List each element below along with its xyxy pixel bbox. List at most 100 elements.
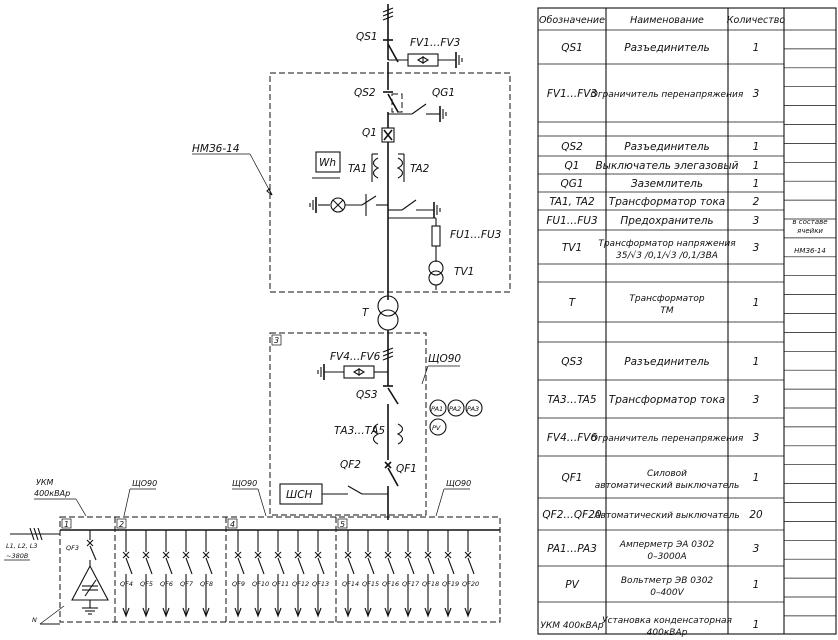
table-border bbox=[537, 7, 837, 635]
feeder-qf19: QF19 bbox=[442, 530, 459, 618]
row-designation: PA1…PA3 bbox=[547, 543, 597, 555]
row-designation: УКМ 400кВАр bbox=[540, 621, 603, 631]
table-header-cell: Обозначение bbox=[539, 15, 605, 26]
row-designation: QS3 bbox=[561, 356, 583, 368]
feeder-label: QF13 bbox=[312, 580, 329, 588]
row-designation: FV4…FV6 bbox=[547, 432, 598, 444]
row-name: Выключатель элегазовый bbox=[595, 160, 738, 172]
fv1-surge-arrester bbox=[388, 52, 463, 68]
row-name: Трансформатор напряжения bbox=[598, 239, 736, 249]
row-quantity: 1 bbox=[753, 141, 760, 153]
box-3-number: 3 bbox=[274, 336, 279, 345]
row-quantity: 1 bbox=[753, 579, 760, 591]
row-note-second-line: НМЗ6-14 bbox=[794, 247, 826, 255]
row-designation: Q1 bbox=[565, 160, 580, 172]
row-name-second-line: 400кВАр bbox=[647, 628, 688, 638]
qf1-label: QF1 bbox=[396, 463, 417, 475]
pv-label: PV bbox=[432, 424, 441, 432]
row-quantity: 3 bbox=[753, 242, 760, 254]
row-quantity: 3 bbox=[753, 543, 760, 555]
feeder-qf4: QF4 bbox=[120, 530, 133, 618]
row-designation: QS1 bbox=[561, 42, 583, 54]
row-designation: TV1 bbox=[562, 242, 582, 254]
row-name: Трансформатор тока bbox=[609, 394, 725, 406]
row-name: Автоматический выключатель bbox=[593, 511, 739, 521]
feeder-label: QF11 bbox=[272, 580, 289, 588]
fv4-surge-arrester bbox=[317, 364, 388, 380]
current-transformers-ta3-ta5 bbox=[372, 418, 404, 460]
feeder-qf8: QF8 bbox=[200, 530, 213, 618]
row-quantity: 2 bbox=[753, 196, 760, 208]
feeder-label: QF20 bbox=[462, 580, 479, 588]
row-designation: T bbox=[569, 297, 577, 309]
feeder-qf15: QF15 bbox=[362, 530, 379, 618]
ammeter-pa2 bbox=[447, 399, 465, 417]
row-quantity: 20 bbox=[749, 509, 763, 521]
fv4-label: FV4…FV6 bbox=[330, 351, 381, 363]
feeder-label: QF6 bbox=[160, 580, 173, 588]
feeder-qf5: QF5 bbox=[140, 530, 153, 618]
shch-label-3: ЩО90 bbox=[446, 479, 471, 488]
qf3-label: QF3 bbox=[66, 544, 79, 552]
row-designation: QF2…QF20 bbox=[542, 509, 601, 521]
neutral-label: N bbox=[32, 616, 37, 624]
row-name: Вольтметр ЭВ 0302 bbox=[621, 576, 714, 586]
tv1-label: TV1 bbox=[454, 266, 474, 278]
feeder-qf14: QF14 bbox=[342, 530, 359, 618]
shch-label-1: ЩО90 bbox=[132, 479, 157, 488]
row-name: Трансформатор тока bbox=[609, 196, 725, 208]
feeder-qf12: QF12 bbox=[292, 530, 309, 618]
row-name: Предохранитель bbox=[620, 215, 713, 227]
ta3-label: ТА3…ТА5 bbox=[334, 425, 385, 437]
feeder-qf6: QF6 bbox=[160, 530, 173, 618]
row-quantity: 1 bbox=[753, 178, 760, 190]
feeder-qf17: QF17 bbox=[402, 530, 420, 618]
ta1-label: TA1 bbox=[348, 163, 367, 175]
qf3-capacitor-bank bbox=[71, 530, 109, 615]
schematic: QS1 FV1…FV3 НМЗ6-14 QS2 bbox=[4, 4, 511, 625]
energy-meter-wh bbox=[312, 151, 341, 179]
row-designation: QG1 bbox=[560, 178, 583, 190]
row-quantity: 1 bbox=[753, 160, 760, 172]
voltage-transformer-tv1 bbox=[428, 260, 444, 290]
row-quantity: 3 bbox=[753, 215, 760, 227]
cell-name-label: НМЗ6-14 bbox=[192, 143, 240, 155]
ta2-label: TA2 bbox=[410, 163, 430, 175]
current-transformers-ta1-ta2 bbox=[371, 150, 405, 196]
lv-cabinet-box bbox=[59, 516, 501, 623]
t-label: T bbox=[362, 307, 370, 319]
feeder-label: QF10 bbox=[252, 580, 269, 588]
ukm-label: УКМ bbox=[36, 478, 54, 487]
row-name: Разъединитель bbox=[624, 356, 709, 368]
table-header-cell: Наименование bbox=[630, 15, 704, 26]
qf1-breaker bbox=[384, 461, 399, 520]
qg1-label: QG1 bbox=[432, 87, 455, 99]
fv1-label: FV1…FV3 bbox=[410, 37, 460, 49]
feeder-qf7: QF7 bbox=[180, 530, 194, 618]
pa3-label: PA3 bbox=[467, 405, 479, 413]
ukm-power-label: 400кВАр bbox=[34, 489, 70, 498]
section-number-boxes bbox=[61, 518, 348, 529]
table-header-cell: Количество bbox=[727, 15, 786, 26]
row-designation: PV bbox=[565, 579, 579, 591]
row-name-second-line: 35/√3 /0,1/√3 /0,1/3ВА bbox=[616, 250, 718, 261]
qs3-label: QS3 bbox=[356, 389, 378, 401]
row-name-second-line: 0–3000А bbox=[647, 552, 686, 562]
row-name: Разъединитель bbox=[624, 141, 709, 153]
feeder-label: QF12 bbox=[292, 580, 309, 588]
feeder-label: QF17 bbox=[402, 580, 420, 588]
